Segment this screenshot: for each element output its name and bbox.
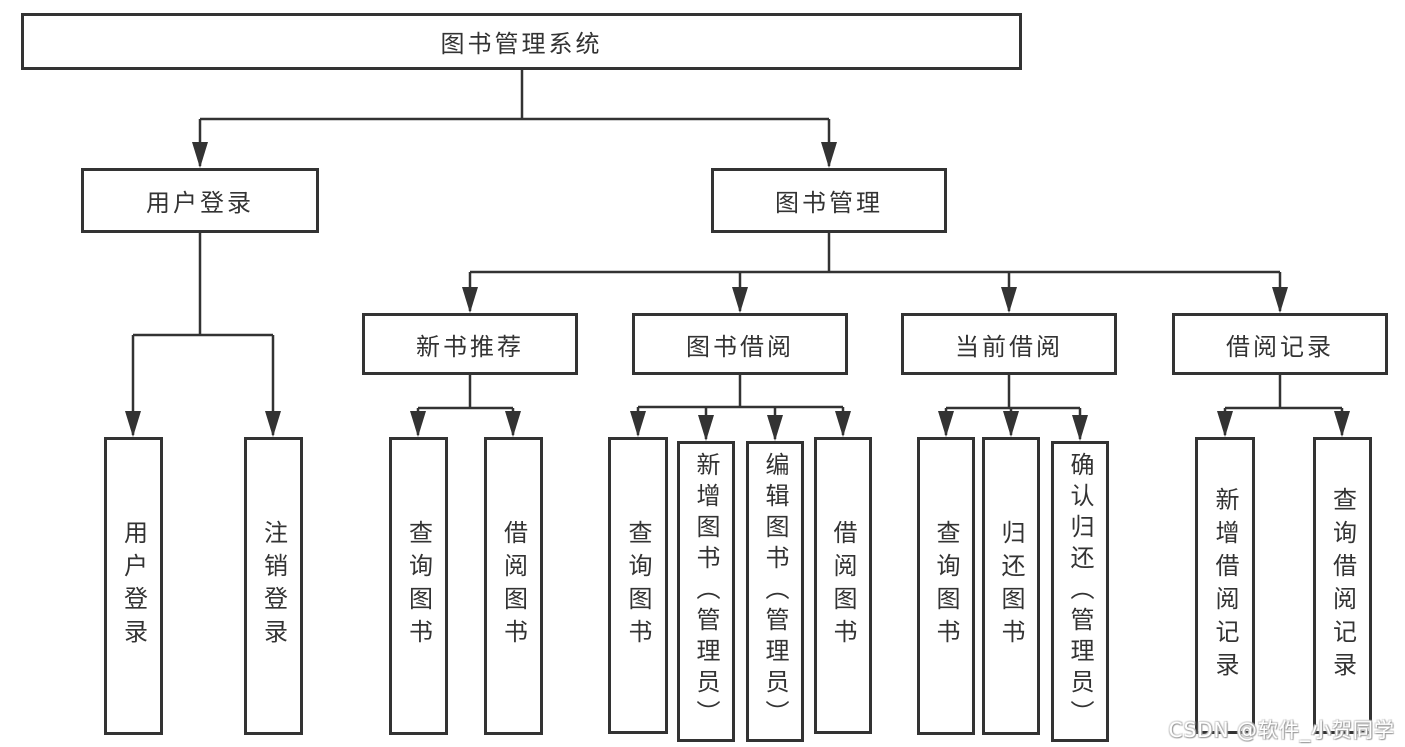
leaf-bb-borrow-books: 借阅图书 <box>814 437 872 734</box>
node-current-borrowing-label: 当前借阅 <box>955 332 1063 361</box>
leaf-cb-return-books: 归还图书 <box>982 437 1040 735</box>
node-book-management: 图书管理 <box>711 168 947 233</box>
leaf-br-query-record: 查询借阅记录 <box>1313 437 1372 734</box>
node-root: 图书管理系统 <box>21 13 1022 70</box>
leaf-cb-confirm-return-admin-label: 确认归还（管理员） <box>1066 452 1094 731</box>
watermark: CSDN @软件_小贺同学 <box>1168 718 1395 742</box>
node-new-book-recommend: 新书推荐 <box>362 313 578 375</box>
leaf-bb-add-books-admin: 新增图书（管理员） <box>677 441 735 742</box>
node-root-label: 图书管理系统 <box>440 30 603 58</box>
leaf-bb-edit-books-admin-label: 编辑图书（管理员） <box>761 452 789 731</box>
leaf-br-add-record-label: 新增借阅记录 <box>1211 486 1239 685</box>
leaf-bb-add-books-admin-label: 新增图书（管理员） <box>692 452 720 731</box>
leaf-nb-query-books: 查询图书 <box>389 437 448 735</box>
node-book-borrowing: 图书借阅 <box>632 313 848 375</box>
leaf-bb-borrow-books-label: 借阅图书 <box>829 519 857 652</box>
leaf-cb-return-books-label: 归还图书 <box>997 520 1025 652</box>
node-new-book-recommend-label: 新书推荐 <box>416 332 524 361</box>
leaf-br-add-record: 新增借阅记录 <box>1195 437 1255 734</box>
leaf-br-query-record-label: 查询借阅记录 <box>1328 486 1357 685</box>
node-user-login: 用户登录 <box>81 168 319 233</box>
leaf-user-login: 用户登录 <box>104 437 163 735</box>
leaf-user-login-label: 用户登录 <box>119 520 148 652</box>
leaf-cb-query-books-label: 查询图书 <box>932 520 960 652</box>
connector-arrows <box>125 119 1350 441</box>
node-book-borrowing-label: 图书借阅 <box>686 332 794 361</box>
node-borrowing-records-label: 借阅记录 <box>1226 332 1334 361</box>
node-book-management-label: 图书管理 <box>775 189 883 217</box>
node-borrowing-records: 借阅记录 <box>1172 313 1388 375</box>
node-user-login-label: 用户登录 <box>146 189 254 217</box>
leaf-logout-label: 注销登录 <box>259 520 288 652</box>
leaf-bb-query-books-label: 查询图书 <box>624 519 652 652</box>
leaf-nb-borrow-books: 借阅图书 <box>484 437 543 735</box>
leaf-bb-edit-books-admin: 编辑图书（管理员） <box>746 441 804 742</box>
leaf-logout: 注销登录 <box>244 437 303 735</box>
node-current-borrowing: 当前借阅 <box>901 313 1117 375</box>
leaf-bb-query-books: 查询图书 <box>608 437 668 734</box>
leaf-cb-query-books: 查询图书 <box>917 437 975 735</box>
leaf-nb-query-books-label: 查询图书 <box>404 520 433 652</box>
leaf-cb-confirm-return-admin: 确认归还（管理员） <box>1051 441 1109 742</box>
leaf-nb-borrow-books-label: 借阅图书 <box>499 520 528 652</box>
